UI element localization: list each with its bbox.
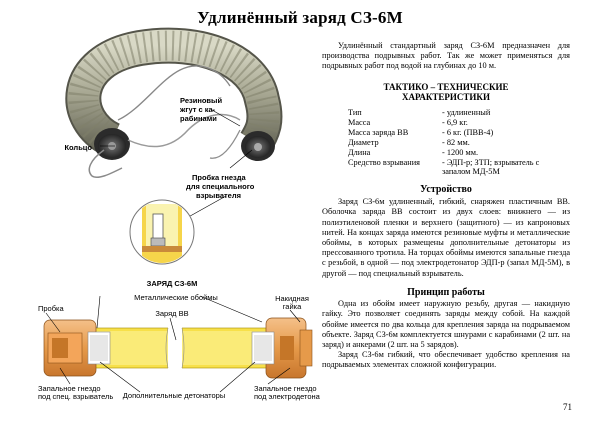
- principle-section: Принцип работы Одна из обойм имеет наруж…: [322, 287, 570, 371]
- spec-row: Масса заряда ВВ - 6 кг. (ПВВ-4): [322, 128, 562, 138]
- zoom-detail: [129, 195, 227, 265]
- spec-value: - 1200 мм.: [442, 147, 479, 157]
- spec-row: Тип - удлиненный: [322, 108, 562, 118]
- spec-key: Средство взрывания: [348, 157, 420, 167]
- label-plug: Пробка: [38, 304, 64, 313]
- label-ring: Кольцо: [64, 143, 92, 152]
- principle-text-2: Заряд СЗ-6м гибкий, что обеспечивает удо…: [322, 350, 570, 370]
- specs-heading-2: ХАРАКТЕРИСТИКИ: [402, 92, 490, 102]
- label-plug-2: для специального: [186, 182, 255, 191]
- principle-heading: Принцип работы: [407, 287, 485, 298]
- spec-key: Длина: [348, 147, 371, 157]
- specs-block: ТАКТИКО – ТЕХНИЧЕСКИЕ ХАРАКТЕРИСТИКИ Тип…: [322, 82, 570, 177]
- diagram-title: ЗАРЯД СЗ-6М: [147, 279, 198, 288]
- label-extra-detonators: Дополнительные детонаторы: [123, 391, 226, 400]
- spec-key: Диаметр: [348, 137, 379, 147]
- device-section: Устройство Заряд СЗ-6м удлиненный, гибки…: [322, 184, 570, 279]
- spec-value: - ЭДП-р; ЗТП; взрыватель с запалом МД-5М: [442, 157, 540, 177]
- spec-row: Масса - 6,9 кг.: [322, 118, 562, 128]
- label-rubber-3: рабинами: [180, 114, 217, 123]
- device-text: Заряд СЗ-6м удлиненный, гибкий, снаряжен…: [322, 197, 570, 278]
- spec-key: Масса: [348, 117, 371, 127]
- charge-illustration: Резиновый жгут с ка- рабинами Кольцо Про…: [38, 27, 320, 401]
- label-rubber-2: жгут с ка-: [179, 105, 216, 114]
- label-socket-1: Запальное гнездо: [38, 384, 101, 393]
- spec-value: - 6,9 кг.: [442, 117, 468, 127]
- page-title: Удлинённый заряд СЗ-6М: [197, 8, 403, 27]
- device-heading: Устройство: [420, 184, 472, 195]
- photo-callouts: Резиновый жгут с ка- рабинами Кольцо Про…: [64, 96, 254, 200]
- cross-section-diagram: ЗАРЯД СЗ-6М Металлические обоймы Про: [38, 279, 320, 401]
- label-nut-2: гайка: [283, 302, 302, 311]
- intro-text: Удлинённый стандартный заряд СЗ-6М предн…: [322, 41, 570, 71]
- label-metal-holders: Металлические обоймы: [134, 293, 218, 302]
- label-plug-1: Пробка гнезда: [192, 173, 247, 182]
- label-charge-vv: Заряд ВВ: [155, 309, 188, 318]
- charge-photo: [65, 27, 283, 179]
- specs-table: Тип - удлиненный Масса - 6,9 кг. Масса зар…: [322, 108, 562, 177]
- spec-row: Диаметр - 82 мм.: [322, 138, 562, 148]
- spec-row: Средство взрывания - ЭДП-р; ЗТП; взрывате…: [322, 158, 562, 178]
- spec-value: - 82 мм.: [442, 137, 470, 147]
- label-plug-3: взрывателя: [196, 191, 241, 200]
- intro-block: Удлинённый стандартный заряд СЗ-6М предн…: [322, 41, 570, 72]
- specs-heading-1: ТАКТИКО – ТЕХНИЧЕСКИЕ: [383, 82, 509, 92]
- spec-key: Масса заряда ВВ: [348, 127, 409, 137]
- principle-text-1: Одна из обойм имеет наружную резьбу, дру…: [322, 299, 570, 350]
- label-socket-r-1: Запальное гнездо: [254, 384, 317, 393]
- spec-row: Длина - 1200 мм.: [322, 148, 562, 158]
- spec-value: - удлиненный: [442, 108, 491, 117]
- label-nut-1: Накидная: [275, 294, 309, 303]
- label-rubber-1: Резиновый: [180, 96, 222, 105]
- page-number: 71: [563, 402, 572, 412]
- label-socket-2: под спец. взрыватель: [38, 392, 113, 401]
- spec-value: - 6 кг. (ПВВ-4): [442, 127, 494, 137]
- label-socket-r-2: под электродетонатор: [254, 392, 320, 401]
- spec-key: Тип: [348, 108, 362, 117]
